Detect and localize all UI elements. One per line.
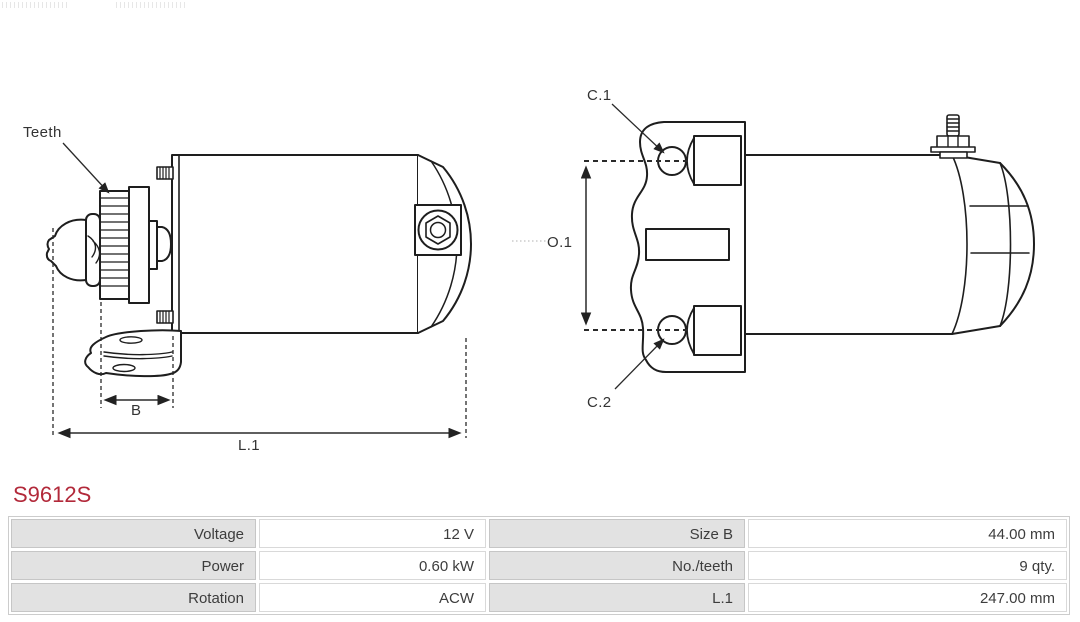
gear-teeth-ridges — [99, 197, 131, 287]
lower-stud — [156, 310, 174, 324]
spec-value: 9 qty. — [748, 551, 1067, 580]
upper-stud — [156, 166, 174, 180]
o1-label: O.1 — [547, 234, 572, 251]
part-number: S9612S — [13, 482, 92, 507]
terminal-stud — [930, 114, 976, 159]
spec-value: ACW — [259, 583, 486, 612]
spec-value: 0.60 kW — [259, 551, 486, 580]
pinion-disc — [128, 186, 150, 304]
specs-table: Voltage 12 V Size B 44.00 mm Power 0.60 … — [8, 516, 1070, 615]
c2-label: C.2 — [587, 394, 612, 411]
watermark-fragment — [116, 2, 186, 8]
teeth-leader-line — [62, 142, 110, 194]
l1-label: L.1 — [238, 437, 260, 454]
spec-value: 247.00 mm — [748, 583, 1067, 612]
hex-bolt-icon — [425, 215, 451, 245]
spec-label: Rotation — [11, 583, 256, 612]
end-cap-outer-edge — [999, 162, 1035, 327]
end-cap — [414, 154, 472, 334]
as-pl-logo-icon — [2, 2, 186, 9]
plate-window-top — [693, 135, 742, 186]
watermark-fragment — [2, 2, 68, 8]
starter-motor-technical-drawing: Teeth B L.1 — [23, 87, 1035, 454]
spec-label: L.1 — [489, 583, 745, 612]
c1-label: C.1 — [587, 87, 612, 104]
shaft-knob — [156, 226, 172, 262]
motor-body — [171, 154, 419, 334]
pinion-gear — [99, 190, 131, 300]
end-view-motor-body — [744, 154, 1035, 335]
end-cap-bands — [969, 205, 1030, 254]
end-view-dimensions: C.1 O.1 C.2 — [512, 87, 690, 411]
plate-window-bottom — [693, 305, 742, 356]
terminal-base — [939, 151, 968, 159]
side-view — [45, 154, 472, 378]
hex-bolt-boss — [417, 209, 459, 251]
spec-label: Voltage — [11, 519, 256, 548]
b-label: B — [131, 402, 141, 419]
c1-leader-line — [611, 103, 665, 154]
spec-label: Size B — [489, 519, 745, 548]
spec-value: 44.00 mm — [748, 519, 1067, 548]
spec-value: 12 V — [259, 519, 486, 548]
mounting-bracket — [84, 329, 182, 378]
spec-label: Power — [11, 551, 256, 580]
c2-leader-line — [614, 338, 665, 390]
side-view-dimensions: Teeth B L.1 — [23, 124, 467, 454]
mounting-hole-c2 — [657, 315, 687, 345]
plate-window-middle — [645, 228, 730, 261]
drive-end-cap — [45, 218, 87, 282]
spec-label: No./teeth — [489, 551, 745, 580]
teeth-label: Teeth — [23, 124, 62, 141]
shaft-collar — [148, 220, 158, 270]
drive-rim — [85, 213, 101, 287]
end-view — [629, 114, 1035, 373]
